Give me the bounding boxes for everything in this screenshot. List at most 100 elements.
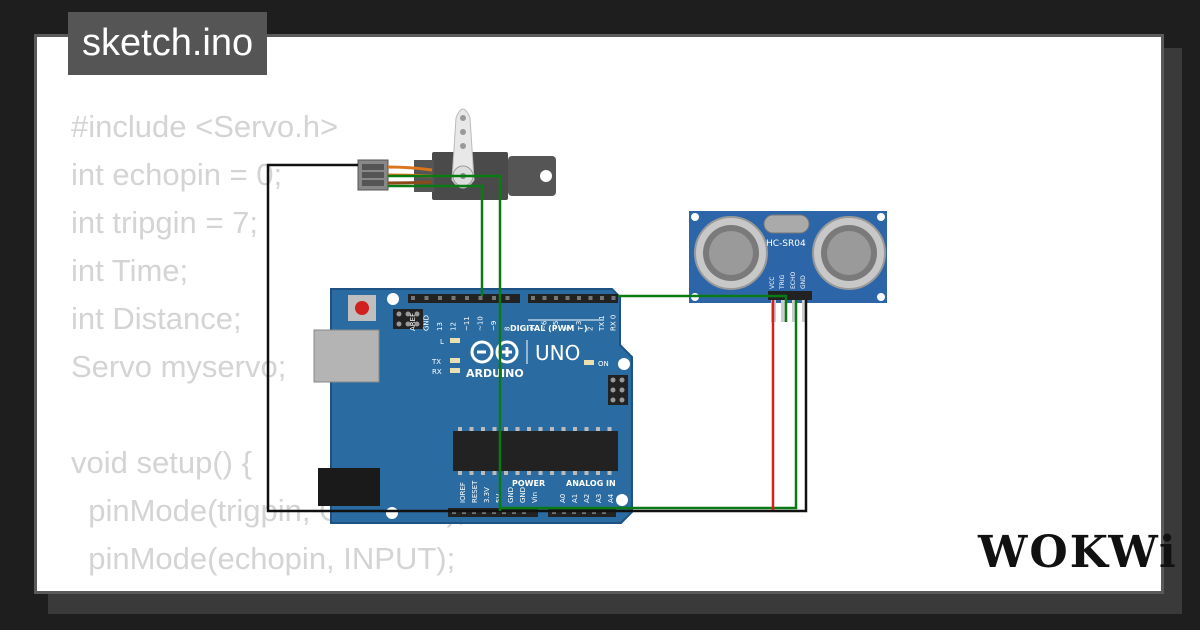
pin-label: 2 <box>587 327 595 331</box>
chip-pin <box>607 427 612 431</box>
header-pin[interactable] <box>600 296 604 300</box>
pin-label: TX 1 <box>598 315 606 332</box>
mount-hole <box>616 494 628 506</box>
header-pin[interactable] <box>577 296 581 300</box>
pin-label: 4 <box>564 326 572 331</box>
led-on <box>584 360 594 365</box>
header-pin[interactable] <box>611 296 616 300</box>
pin-label: ~5 <box>552 321 560 331</box>
pin-label: RX 0 <box>610 315 618 331</box>
header-pin[interactable] <box>438 296 442 300</box>
wire-servo-signal[interactable] <box>388 184 484 296</box>
pin-label: A3 <box>595 494 603 503</box>
digital-header-right[interactable] <box>528 294 618 303</box>
pin-label: GND <box>507 487 515 503</box>
header-pin[interactable] <box>505 296 510 300</box>
pin-label: IOREF <box>459 482 467 503</box>
wokwi-logo: WOKWi <box>978 527 1178 578</box>
digital-header-left[interactable] <box>408 294 520 303</box>
pin-label: 12 <box>450 322 458 331</box>
led-rx <box>450 368 460 373</box>
usb-port <box>313 329 380 383</box>
code-line: pinMode(echopin, INPUT); <box>71 541 456 576</box>
pin-label: Vin <box>531 492 539 503</box>
chip-pin <box>527 471 531 475</box>
header-pin[interactable] <box>565 296 570 300</box>
mount-hole <box>618 358 630 370</box>
power-jack <box>318 468 380 506</box>
sensor-model-label: HC-SR04 <box>766 239 806 249</box>
chip-pin <box>492 471 497 475</box>
icsp-header-right <box>608 375 628 405</box>
pin-label: AREF <box>409 313 417 331</box>
icsp-header <box>393 309 423 329</box>
sensor-pin-label: ECHO <box>790 272 797 289</box>
header-pin[interactable] <box>588 296 593 300</box>
pin-label: GND <box>423 315 431 331</box>
code-line: int Distance; <box>71 301 242 336</box>
chip-pin <box>538 471 543 475</box>
sensor-pin-label: VCC <box>769 277 776 289</box>
power-label: POWER <box>512 479 545 488</box>
pin-label: A2 <box>583 494 591 503</box>
wire-servo-vcc[interactable] <box>388 174 502 511</box>
pin-label: A0 <box>559 494 567 503</box>
chip-pin <box>607 471 612 475</box>
chip-pin <box>561 471 566 475</box>
header-pin[interactable] <box>451 296 456 300</box>
wire-gnd[interactable] <box>266 163 808 513</box>
chip-pin <box>458 427 462 431</box>
chip-pin <box>527 427 531 431</box>
chip-pin <box>596 471 600 475</box>
led-on-label: ON <box>598 360 609 368</box>
pin-label: A5 <box>619 494 627 503</box>
header-pin[interactable] <box>424 296 429 300</box>
ultrasonic-transducer-left <box>694 216 768 290</box>
code-line: Servo myservo; <box>71 349 287 384</box>
pin-label: ~3 <box>575 321 583 331</box>
reset-button-cap[interactable] <box>355 301 369 315</box>
pin-label: ~10 <box>477 316 485 331</box>
digital-label: DIGITAL (PWM ~) <box>510 324 588 333</box>
led-tx <box>450 358 460 363</box>
chip-pin <box>492 427 497 431</box>
chip-pin <box>550 471 554 475</box>
header-pin[interactable] <box>542 296 547 300</box>
pin-label: 7 <box>529 327 537 331</box>
chip-pin <box>504 427 508 431</box>
pin-label: 3.3V <box>483 487 491 503</box>
atmega-chip <box>453 431 618 471</box>
pin-label: 13 <box>436 322 444 331</box>
chip-pin <box>469 471 474 475</box>
led-rx-label: RX <box>432 368 442 376</box>
code-line: int tripgin = 7; <box>71 205 258 240</box>
header-pin[interactable] <box>554 296 558 300</box>
chip-pin <box>515 471 520 475</box>
arduino-model: UNO <box>535 341 580 365</box>
header-pin[interactable] <box>411 296 415 300</box>
wire-echo[interactable] <box>500 300 798 510</box>
chip-pin <box>504 471 508 475</box>
code-line: void setup() { <box>71 445 252 480</box>
header-pin[interactable] <box>478 296 483 300</box>
chip-pin <box>481 427 485 431</box>
ultrasonic-transducer-right <box>812 216 886 290</box>
pin-label: A4 <box>607 493 615 503</box>
file-tab[interactable]: sketch.ino <box>68 12 268 75</box>
chip-pin <box>515 427 520 431</box>
code-line: int Time; <box>71 253 189 288</box>
led-l-label: L <box>440 338 444 346</box>
wire-trig[interactable] <box>618 294 788 322</box>
header-pin[interactable] <box>465 296 469 300</box>
header-pin[interactable] <box>492 296 496 300</box>
chip-pin <box>458 471 462 475</box>
crystal <box>763 214 810 234</box>
header-pin[interactable] <box>531 296 535 300</box>
code-line: #include <Servo.h> <box>71 109 339 144</box>
chip-pin <box>596 427 600 431</box>
arduino-infinity-icon <box>470 340 519 364</box>
chip-pin <box>538 427 543 431</box>
